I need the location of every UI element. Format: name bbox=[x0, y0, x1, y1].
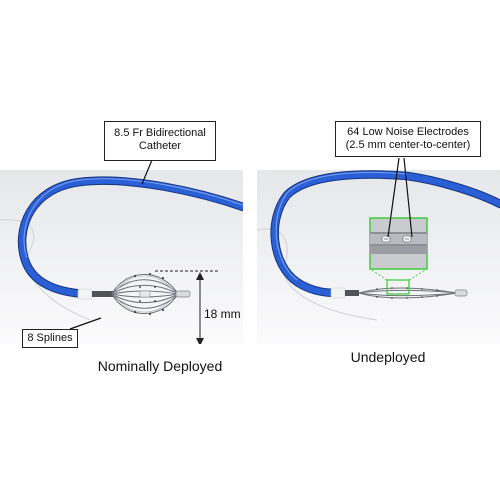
basket-electrodes bbox=[134, 273, 164, 315]
zoom-projection-right bbox=[408, 268, 428, 281]
caption-nominally-deployed: Nominally Deployed bbox=[97, 358, 223, 374]
catheter-tube-highlight bbox=[275, 171, 408, 281]
catheter-deployed-illustration bbox=[0, 170, 243, 344]
catheter-marker-band bbox=[330, 287, 346, 299]
collapsed-basket-electrodes bbox=[376, 287, 438, 299]
photo-nominally-deployed bbox=[0, 170, 243, 344]
catheter-tube-highlight bbox=[23, 178, 243, 259]
highlight-region-box bbox=[386, 279, 410, 295]
catheter-distal-shaft bbox=[92, 291, 114, 297]
callout-electrodes: 64 Low Noise Electrodes (2.5 mm center-t… bbox=[335, 121, 481, 157]
collapsed-basket-tip bbox=[454, 289, 468, 297]
callout-splines: 8 Splines bbox=[22, 329, 78, 348]
dimension-arrow-head-top bbox=[196, 272, 204, 280]
catheter-tube bbox=[271, 171, 500, 297]
dimension-label: 18 mm bbox=[204, 307, 241, 321]
basket-spline-reflections bbox=[113, 275, 177, 313]
catheter-undeployed-illustration bbox=[257, 170, 500, 344]
catheter-distal-shaft bbox=[345, 290, 359, 296]
photo-undeployed bbox=[257, 170, 500, 344]
callout-catheter: 8.5 Fr Bidirectional Catheter bbox=[104, 121, 216, 161]
dimension-arrow-head-bottom bbox=[196, 338, 204, 344]
basket-distal-tip bbox=[175, 290, 191, 298]
caption-undeployed: Undeployed bbox=[350, 349, 426, 365]
catheter-marker-band bbox=[77, 288, 93, 300]
basket-center-marker bbox=[139, 290, 151, 298]
zoom-projection-left bbox=[369, 268, 388, 281]
electrode-zoom-inset bbox=[369, 217, 428, 270]
